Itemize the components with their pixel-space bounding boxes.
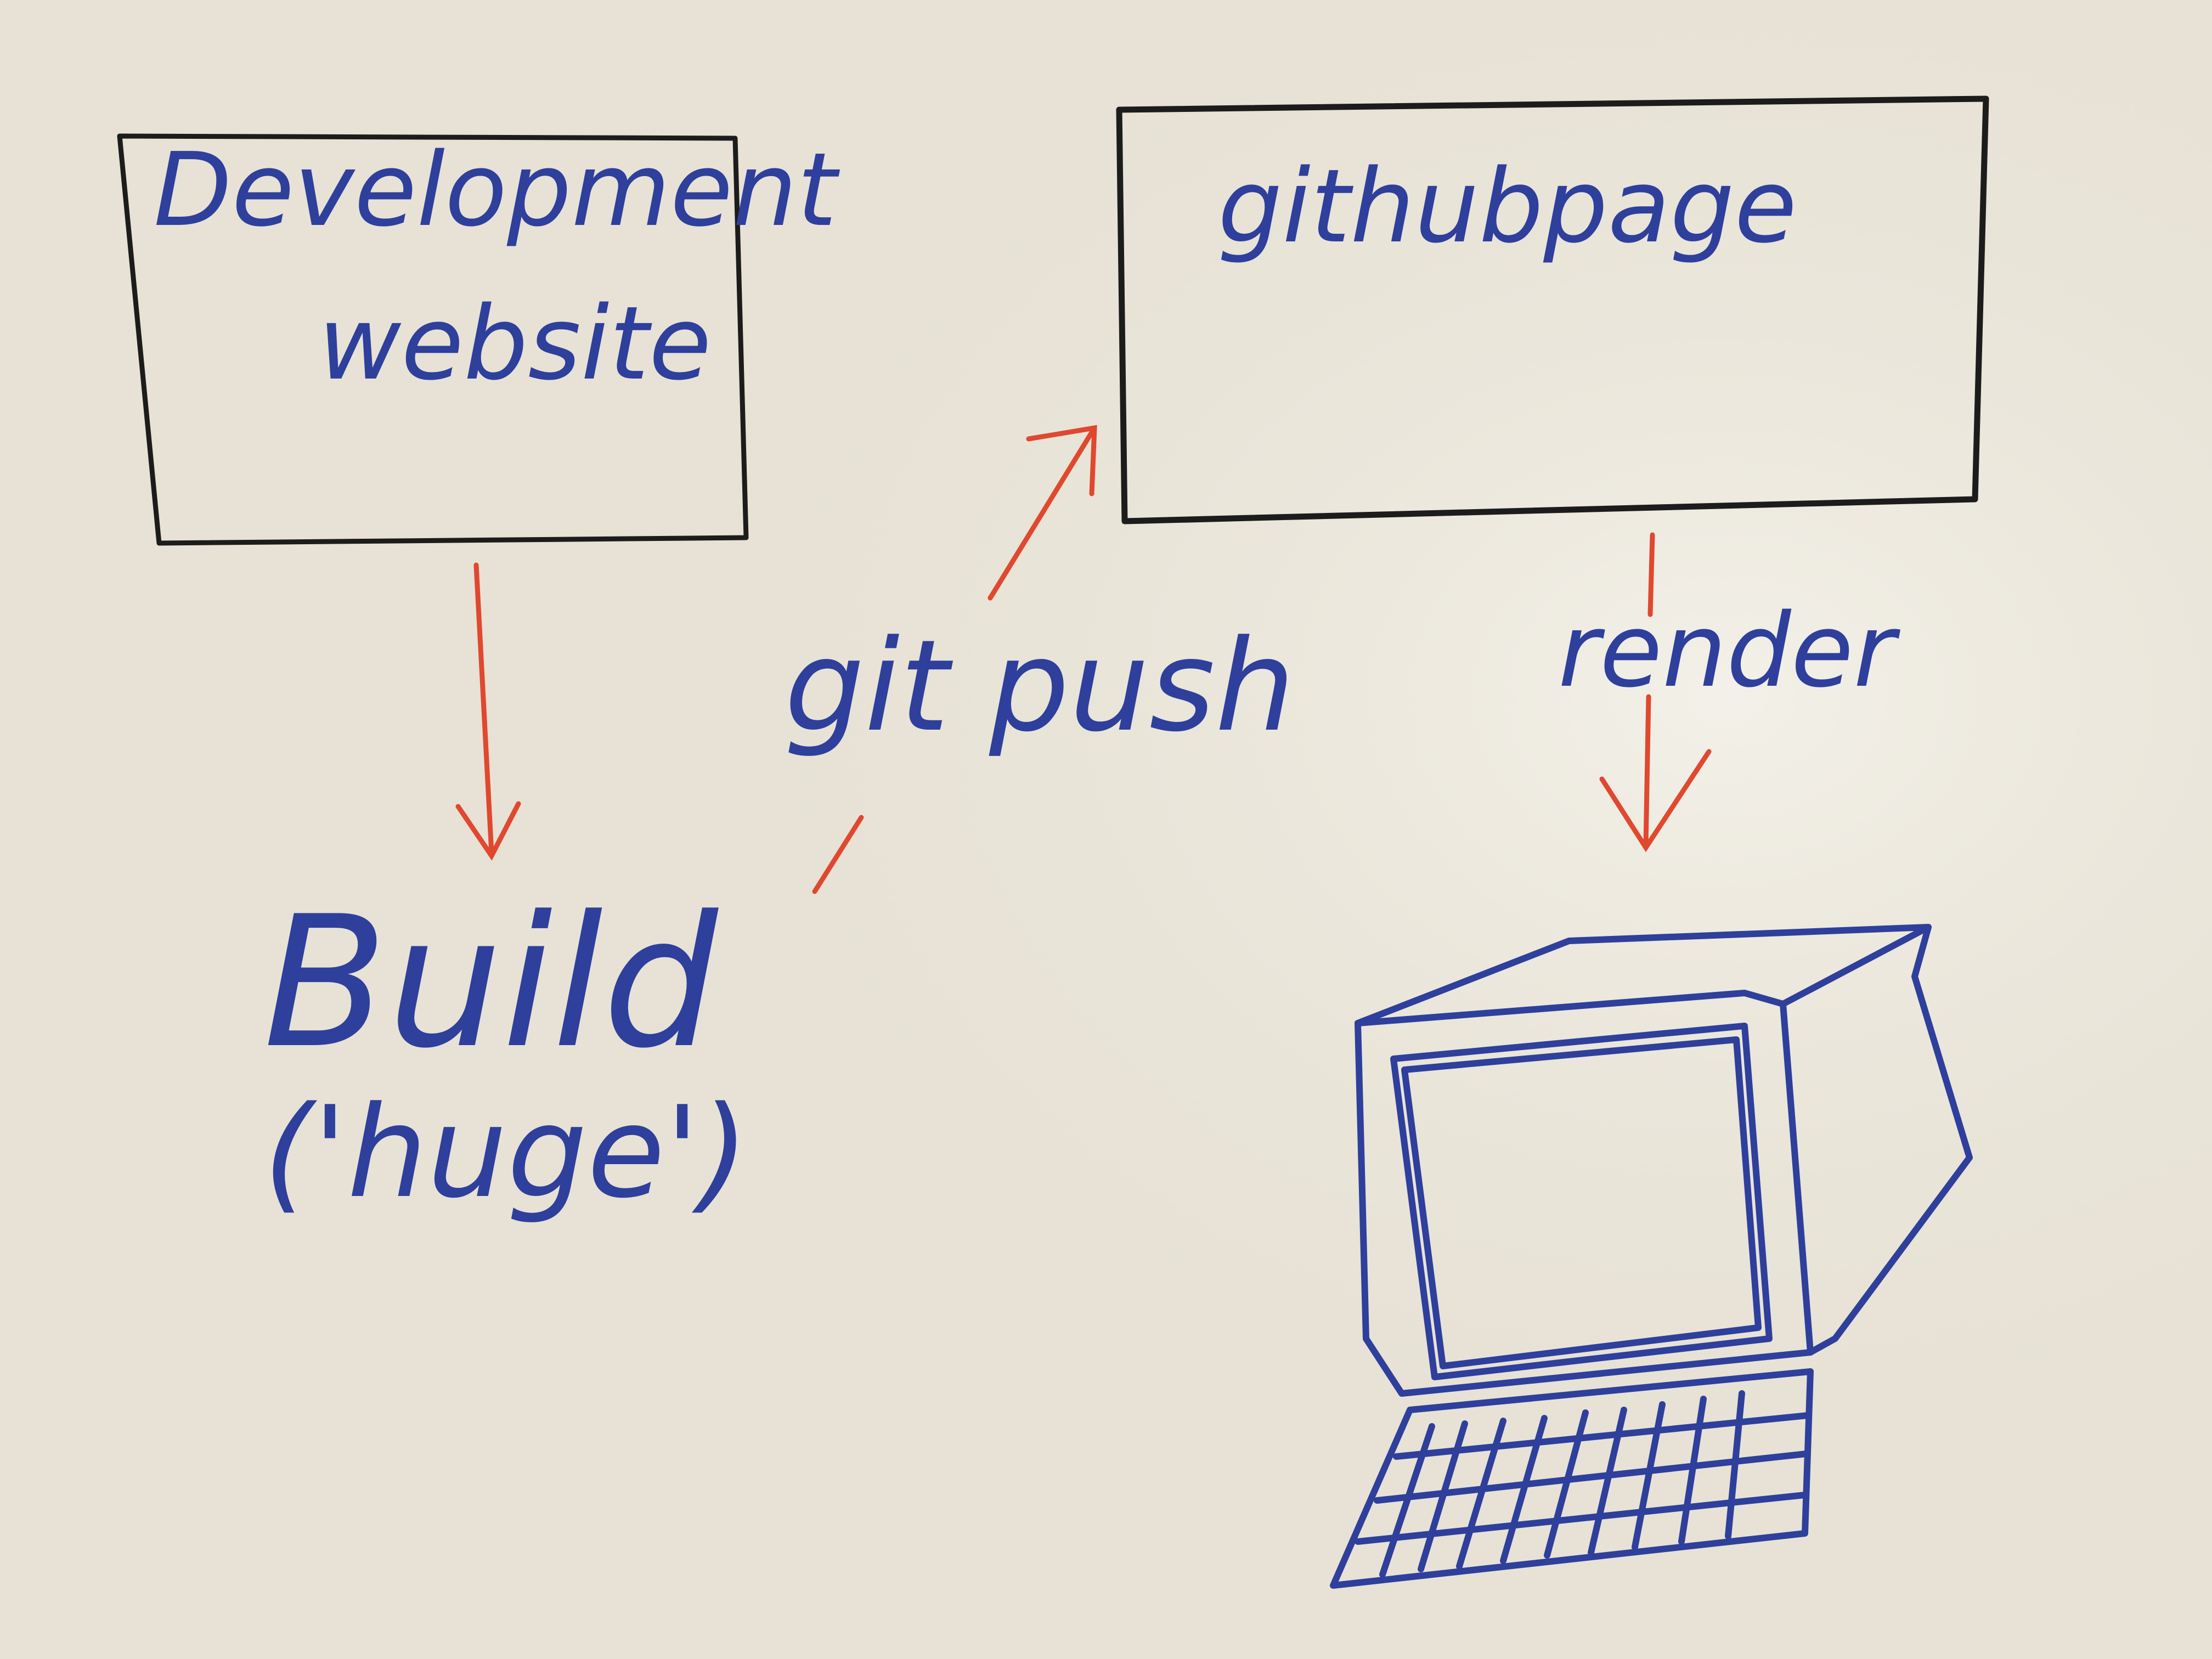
githubpage-box bbox=[1116, 95, 1989, 524]
arrow-development-to-build bbox=[455, 562, 521, 861]
build-label: Build bbox=[263, 877, 719, 1088]
git-push-label: git push bbox=[785, 613, 1295, 760]
arrow-git-push bbox=[812, 425, 1097, 894]
build-huge-label: ('huge') bbox=[263, 1080, 749, 1226]
githubpage-label: githubpage bbox=[1218, 147, 1797, 266]
render-label: render bbox=[1558, 591, 1900, 710]
computer-monitor-keyboard-icon bbox=[1330, 924, 1973, 1589]
arrow-render bbox=[1599, 532, 1712, 853]
website-label: website bbox=[318, 284, 712, 403]
development-label: Development bbox=[154, 131, 840, 249]
development-website-box bbox=[117, 133, 749, 546]
